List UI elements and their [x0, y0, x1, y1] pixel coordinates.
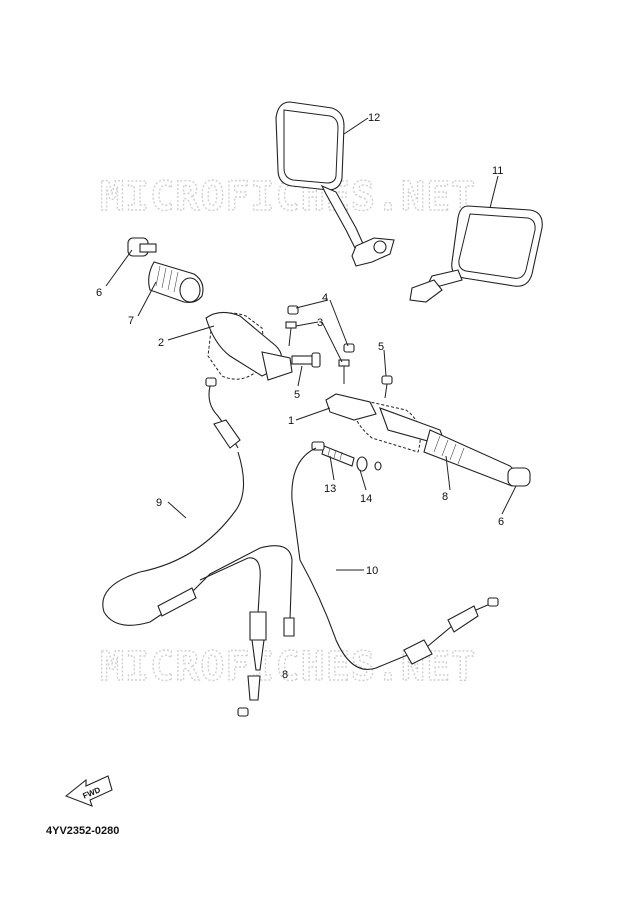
bolt-part-5-left [291, 352, 321, 368]
mirror-left-part-12 [275, 101, 395, 267]
callout-13: 13 [324, 483, 336, 495]
callout-1: 1 [288, 415, 294, 427]
callout-2: 2 [158, 337, 164, 349]
grip-part-8 [423, 429, 517, 487]
callout-3: 3 [317, 317, 323, 329]
callout-5-left: 5 [294, 389, 300, 401]
bolt-part-5-right [381, 375, 393, 399]
callout-6-left: 6 [96, 287, 102, 299]
screw-part-3-left [285, 321, 297, 347]
grip-part-7 [148, 261, 204, 303]
adjuster-part-13 [321, 445, 355, 467]
callout-7: 7 [128, 315, 134, 327]
callout-12: 12 [368, 112, 380, 124]
callout-5-right: 5 [378, 341, 384, 353]
bar-end-part-6-left [127, 237, 157, 257]
bar-end-part-6-right [507, 467, 531, 487]
callout-14: 14 [360, 493, 372, 505]
leader-lines [105, 117, 517, 571]
callout-4: 4 [322, 292, 328, 304]
throttle-cable-part-10 [291, 441, 499, 670]
callout-9: 9 [156, 497, 162, 509]
screw-part-4-right [343, 343, 355, 353]
mirror-right-part-11 [409, 205, 543, 303]
callout-8-left: 8 [282, 669, 288, 681]
callout-8-right: 8 [442, 491, 448, 503]
drawing-code: 4YV2352-0280 [46, 825, 120, 837]
throttle-housing-part-2 [205, 311, 293, 381]
screw-part-3-right [338, 359, 350, 384]
locknut-part-14 [356, 456, 382, 472]
screw-part-4-left [287, 305, 299, 315]
callout-11: 11 [492, 165, 503, 177]
callout-10: 10 [366, 565, 378, 577]
callout-6-right: 6 [498, 516, 504, 528]
fwd-arrow-icon: FWD [64, 775, 113, 807]
throttle-cable-part-9 [102, 377, 295, 717]
